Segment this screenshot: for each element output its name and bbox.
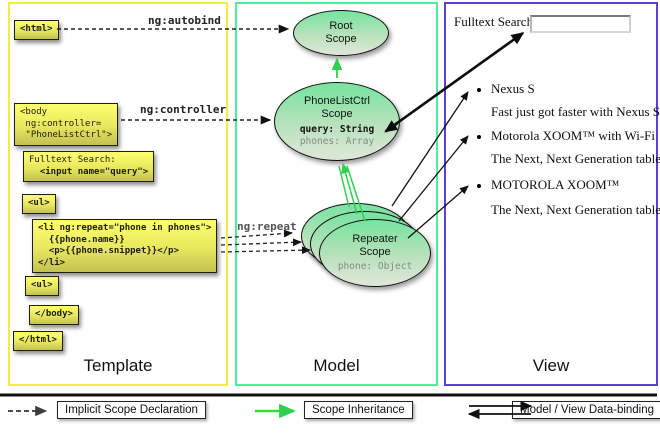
bullet-icon bbox=[477, 88, 481, 92]
fulltext-template-input: <input name="query"> bbox=[29, 166, 149, 177]
code-box-li-repeat: <li ng:repeat="phone in phones"> {{phone… bbox=[32, 219, 218, 273]
view-column-title: View bbox=[532, 356, 570, 375]
bullet-icon bbox=[477, 135, 481, 139]
code-box-body-close: </body> bbox=[29, 305, 79, 325]
phones-property: phones: Array bbox=[299, 136, 375, 147]
code-box-fulltext: Fulltext Search: <input name="query"> bbox=[23, 151, 155, 182]
fulltext-template-label: Fulltext Search: bbox=[29, 155, 116, 165]
ng-repeat-label: ng:repeat bbox=[237, 220, 297, 233]
repeater-scope-ellipse-front: Repeater Scope phone: Object bbox=[319, 219, 431, 287]
root-scope-title: Root Scope bbox=[325, 20, 357, 45]
model-column bbox=[235, 2, 438, 386]
model-column-title: Model bbox=[313, 356, 360, 375]
view-item-title: MOTOROLA XOOM™ bbox=[491, 177, 620, 192]
code-box-html-open: <html> bbox=[14, 20, 59, 40]
view-item-desc: The Next, Next Generation tablet. bbox=[491, 151, 660, 166]
root-scope-ellipse: Root Scope bbox=[293, 10, 389, 56]
view-item-title: Nexus S bbox=[491, 81, 535, 96]
view-item-title: Motorola XOOM™ with Wi-Fi bbox=[491, 128, 656, 143]
code-box-ul-close: <ul> bbox=[25, 276, 59, 296]
phonelistctrl-scope-ellipse: PhoneListCtrl Scope query: String phones… bbox=[274, 82, 400, 161]
legend-model-view-data-binding: Model / View Data-binding bbox=[512, 401, 660, 419]
fulltext-search-label: Fulltext Search: bbox=[454, 14, 537, 29]
view-item-desc: Fast just got faster with Nexus S. bbox=[491, 104, 660, 119]
view-item-desc: The Next, Next Generation tablet. bbox=[491, 202, 660, 217]
view-column bbox=[444, 2, 658, 386]
legend-scope-inheritance: Scope Inheritance bbox=[304, 401, 413, 419]
code-box-html-close: </html> bbox=[13, 331, 63, 351]
ng-autobind-label: ng:autobind bbox=[148, 14, 221, 27]
code-box-ul-open: <ul> bbox=[22, 194, 56, 214]
repeater-scope-title: Repeater Scope bbox=[352, 233, 398, 258]
fulltext-search-input[interactable] bbox=[530, 15, 631, 33]
query-property: query: String bbox=[299, 124, 375, 135]
phone-property: phone: Object bbox=[337, 261, 413, 272]
legend-implicit-scope-declaration: Implicit Scope Declaration bbox=[57, 401, 206, 419]
code-box-body-open: <body ng:controller= "PhoneListCtrl"> bbox=[14, 103, 119, 146]
phonelistctrl-scope-title: PhoneListCtrl Scope bbox=[303, 95, 371, 120]
template-column-title: Template bbox=[83, 356, 153, 375]
bullet-icon bbox=[477, 184, 481, 188]
ng-controller-label: ng:controller bbox=[140, 103, 227, 116]
